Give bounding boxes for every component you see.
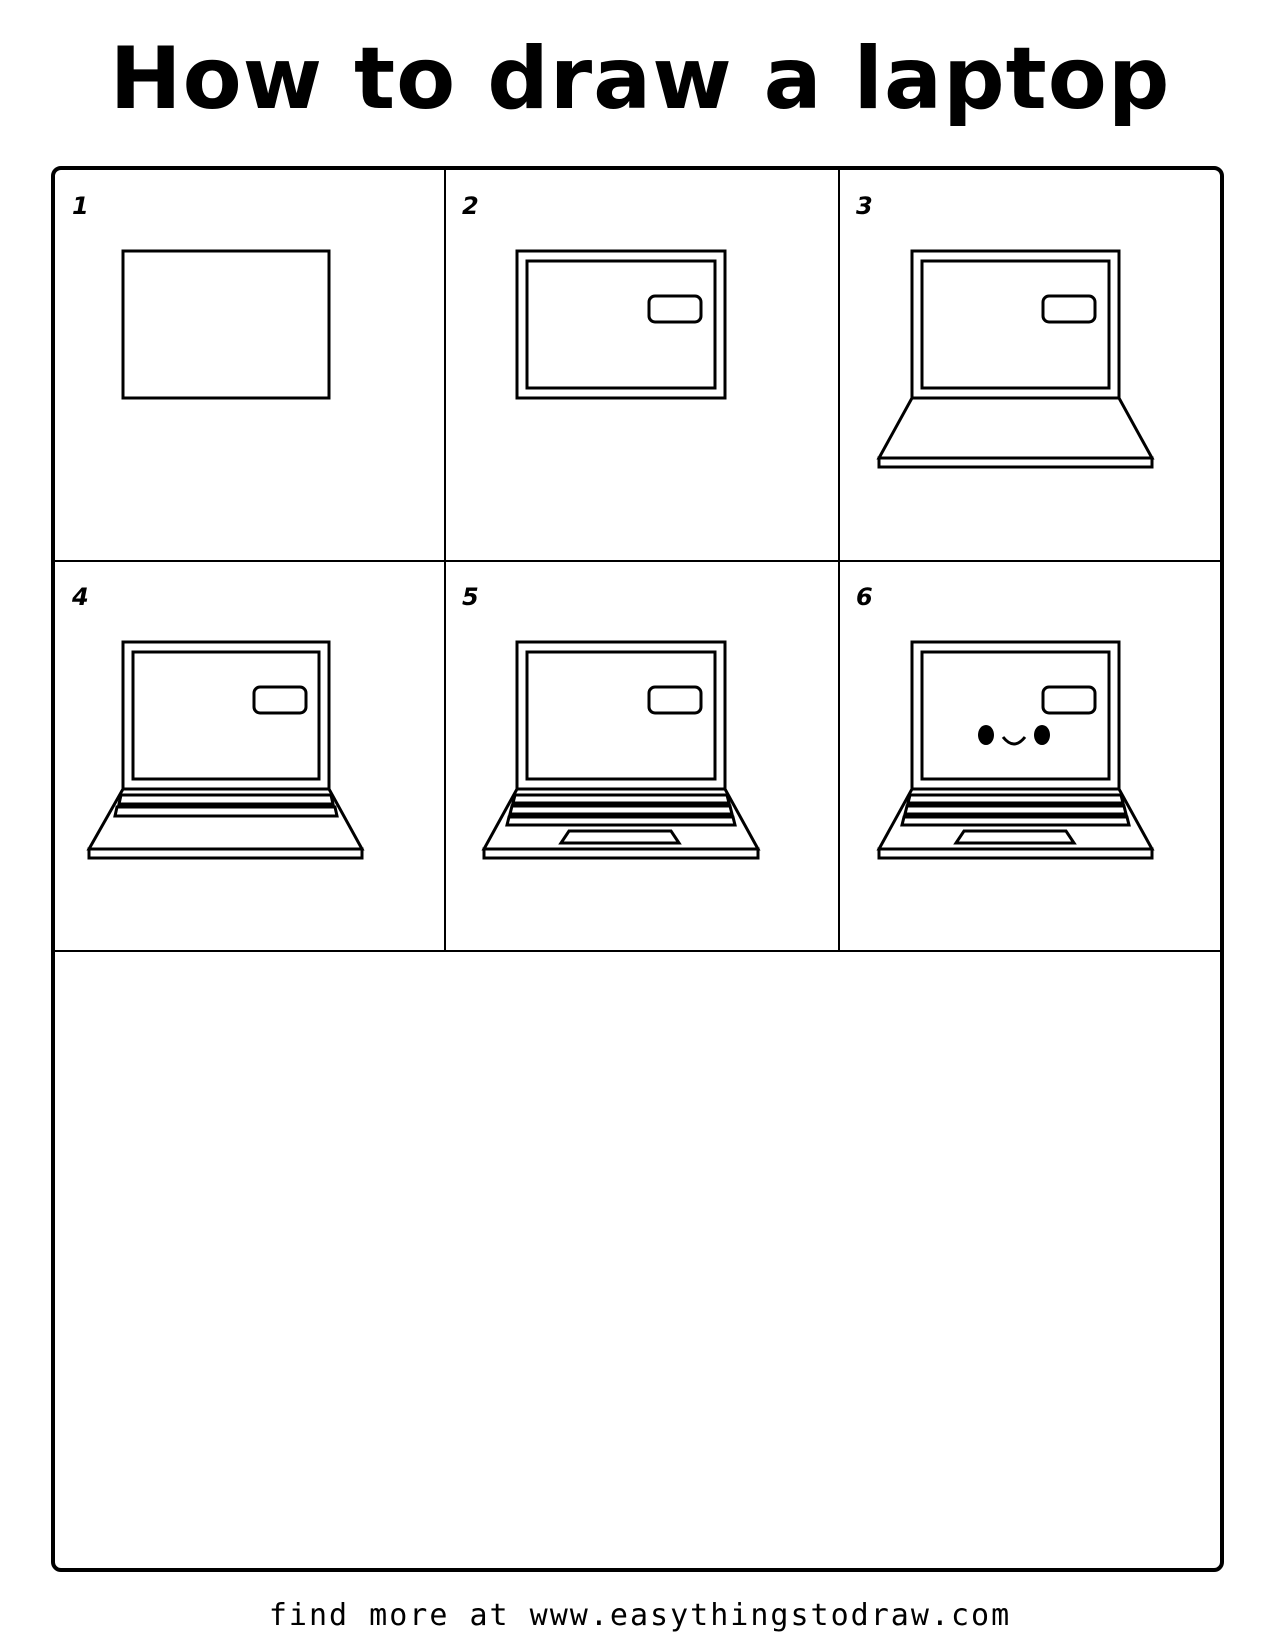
page-title: How to draw a laptop — [109, 29, 1171, 129]
screen-glare — [252, 685, 308, 715]
key-row-2 — [113, 805, 339, 818]
base-edge — [482, 847, 760, 860]
key-row-1 — [906, 793, 1125, 805]
screen-outline — [910, 249, 1121, 400]
step-number: 2 — [462, 192, 479, 220]
step-5-drawing — [481, 640, 761, 860]
screen-outline — [121, 640, 331, 791]
screen-outline — [121, 249, 331, 400]
step-panel-5: 5 — [445, 561, 838, 950]
screen-inner — [525, 650, 717, 781]
step-2-drawing — [515, 249, 727, 400]
step-panel-2: 2 — [445, 170, 838, 560]
step-number: 5 — [462, 583, 479, 611]
screen-inner — [920, 650, 1111, 781]
step-1-drawing — [121, 249, 331, 400]
touchpad — [953, 829, 1077, 845]
worksheet-frame: 1 2 3 — [51, 166, 1224, 1572]
step-panel-4: 4 — [55, 561, 444, 950]
screen-glare — [647, 294, 703, 324]
step-3-drawing — [876, 249, 1155, 469]
base-edge — [877, 456, 1154, 469]
screen-inner — [525, 259, 717, 390]
screen-glare — [1041, 294, 1097, 324]
key-row-3 — [900, 815, 1131, 827]
step-number: 3 — [856, 192, 873, 220]
screen-inner — [920, 259, 1111, 390]
grid-divider-horizontal-1 — [55, 560, 1220, 562]
smile-mouth — [1001, 736, 1027, 746]
step-panel-1: 1 — [55, 170, 444, 560]
grid-divider-horizontal-2 — [55, 950, 1220, 952]
left-eye — [978, 725, 994, 745]
keyboard-base — [876, 396, 1155, 460]
practice-drawing-area[interactable] — [55, 952, 1220, 1568]
step-number: 1 — [72, 192, 89, 220]
key-row-1 — [511, 793, 731, 805]
step-panel-6: 6 — [839, 561, 1228, 950]
screen-outline — [515, 640, 727, 791]
key-row-2 — [508, 804, 734, 816]
touchpad — [558, 829, 682, 845]
step-number: 4 — [72, 583, 89, 611]
screen-outline — [515, 249, 727, 400]
step-number: 6 — [856, 583, 873, 611]
key-row-2 — [903, 804, 1128, 816]
key-row-3 — [505, 815, 737, 827]
step-6-drawing — [876, 640, 1155, 860]
footer-website-credit: find more at www.easythingstodraw.com — [268, 1598, 1012, 1633]
key-row-1 — [117, 793, 335, 806]
screen-glare — [647, 685, 703, 715]
step-4-drawing — [86, 640, 365, 860]
screen-glare — [1041, 685, 1097, 715]
keyboard-base — [86, 787, 365, 851]
keyboard-base — [876, 787, 1155, 851]
screen-outline — [910, 640, 1121, 791]
step-panel-3: 3 — [839, 170, 1228, 560]
right-eye — [1034, 725, 1050, 745]
base-edge — [87, 847, 364, 860]
base-edge — [877, 847, 1154, 860]
keyboard-base — [481, 787, 761, 851]
screen-inner — [131, 650, 321, 781]
